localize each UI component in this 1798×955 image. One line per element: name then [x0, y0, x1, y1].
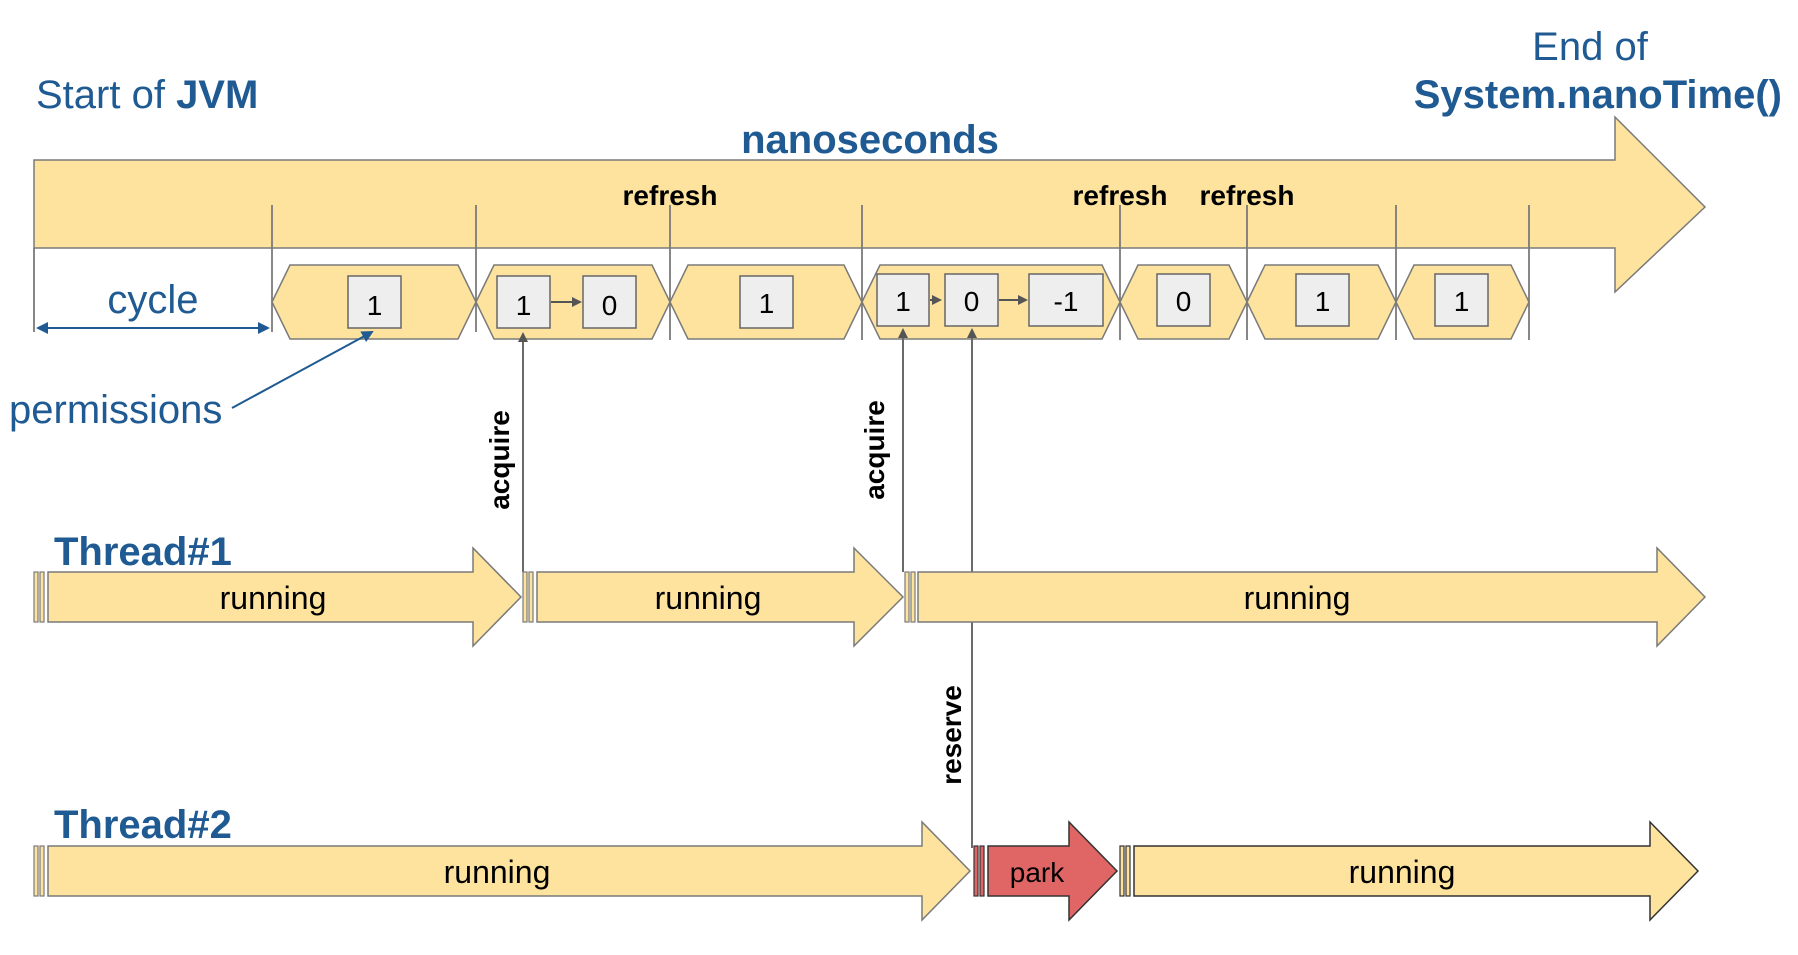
permission-value: 1: [367, 290, 383, 321]
segment-label: running: [1349, 854, 1456, 890]
thread-2-segment-1: [47, 820, 972, 922]
time-axis-arrow: [33, 115, 1707, 294]
cycle-6: 1: [1246, 264, 1397, 340]
permission-box: [944, 273, 999, 327]
cycle-1: 1: [271, 264, 477, 340]
segment-label: running: [444, 854, 551, 890]
thread-1-segment-1: [47, 546, 523, 648]
permission-box: [347, 275, 402, 329]
permission-value: 1: [1454, 286, 1470, 317]
cycle-4: 1 0 -1: [861, 264, 1121, 340]
refresh-label-3: refresh: [1200, 180, 1295, 211]
reserve-label: reserve: [936, 685, 967, 785]
permission-value: 1: [895, 286, 911, 317]
nanoseconds-axis-label: nanoseconds: [741, 118, 999, 162]
permission-box: [496, 275, 551, 329]
permissions-label: permissions: [9, 388, 222, 432]
permission-box: [582, 275, 637, 329]
end-of-label: End of: [1532, 25, 1649, 69]
cycle-2: 1 0: [475, 264, 671, 340]
thread-1-lane: running running running: [33, 546, 1707, 648]
permission-value: -1: [1054, 286, 1079, 317]
thread-2-lane: running park running: [33, 820, 1700, 922]
segment-label: running: [220, 580, 327, 616]
permission-value: 1: [1315, 286, 1331, 317]
start-of-jvm-label: Start of JVM: [36, 73, 258, 117]
permission-value: 0: [964, 286, 980, 317]
thread-1-marker-2: [522, 571, 534, 623]
permission-box: [1028, 273, 1104, 327]
cycle-label: cycle: [107, 278, 198, 322]
permission-box: [876, 273, 930, 327]
thread-1-title: Thread#1: [54, 530, 232, 574]
thread-1-segment-2: [536, 546, 905, 648]
permission-box: [1156, 273, 1211, 327]
permission-box: [1434, 273, 1489, 327]
cycle-7: 1: [1395, 264, 1530, 340]
thread-2-start-marker: [33, 845, 45, 897]
thread-1-segment-3: [917, 546, 1707, 648]
thread-1-marker-3: [904, 571, 916, 623]
cycle-3: 1: [669, 264, 863, 340]
permission-value: 1: [759, 288, 775, 319]
refresh-label-2: refresh: [1073, 180, 1168, 211]
thread-2-park-marker: [973, 845, 985, 897]
segment-label: running: [1244, 580, 1351, 616]
permission-value: 0: [602, 290, 618, 321]
permissions-pointer: [231, 331, 374, 409]
permission-box: [1295, 273, 1350, 327]
acquire-2-label: acquire: [859, 400, 890, 500]
axis-ticks: [33, 205, 1530, 340]
segment-label: running: [655, 580, 762, 616]
thread-1-start-marker: [33, 571, 45, 623]
thread-2-title: Thread#2: [54, 803, 232, 847]
cycle-5: 0: [1119, 264, 1248, 340]
acquire-1-label: acquire: [484, 410, 515, 510]
permission-box: [739, 275, 794, 329]
permission-value: 1: [516, 290, 532, 321]
thread-2-segment-park: [987, 820, 1119, 922]
permission-value: 0: [1176, 286, 1192, 317]
nanotime-label: System.nanoTime(): [1414, 73, 1782, 117]
thread-2-segment-3: [1133, 820, 1700, 922]
refresh-label-1: refresh: [623, 180, 718, 211]
segment-label: park: [1010, 857, 1065, 888]
thread-2-resume-marker: [1119, 845, 1131, 897]
